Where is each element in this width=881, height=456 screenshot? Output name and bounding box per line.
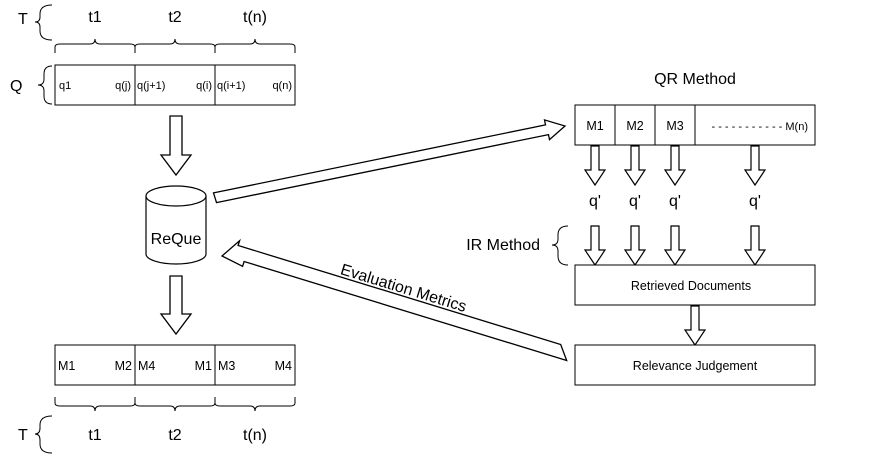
output-bar — [54, 344, 296, 386]
query-cell-2-left: q(j+1) — [137, 80, 165, 92]
relevance-judgement-label: Relevance Judgement — [633, 359, 758, 373]
arrow-query-to-reque — [159, 115, 193, 177]
qr-output-arrows — [583, 145, 767, 187]
qr-method-1: M1 — [586, 119, 603, 133]
qr-method: QR Method M1 M2 M3 - - - - - - - - - - -… — [574, 71, 816, 146]
top-segment-brace-1 — [54, 38, 136, 53]
query-cell-3-left: q(i+1) — [217, 80, 245, 92]
qr-method-3: M3 — [666, 119, 683, 133]
output-cell-1-right: M2 — [115, 359, 132, 373]
arrow-retrieved-to-judgement — [683, 305, 707, 347]
top-segment-brace-2 — [134, 38, 216, 53]
output-cell-1-left: M1 — [58, 359, 75, 373]
top-segment-label-3: t(n) — [243, 9, 267, 26]
query-label: Q — [10, 78, 22, 95]
query-cell-2-right: q(i) — [196, 80, 212, 92]
reformulated-query-1: q' — [589, 193, 601, 210]
query-brace — [37, 65, 53, 105]
bottom-segment-brace-3 — [214, 397, 296, 412]
bottom-segment-brace-1 — [54, 397, 136, 412]
bottom-time-label: T — [18, 427, 28, 444]
bottom-segment-label-2: t2 — [168, 427, 181, 444]
top-segment-label-2: t2 — [168, 9, 181, 26]
arrow-reque-to-output — [159, 275, 193, 336]
arrow-evaluation-to-reque — [220, 238, 568, 362]
ir-method-arrows — [583, 225, 767, 267]
top-timeline: T t1 t2 t(n) Q q1 q(j) q(j+1) q(i) q(i+1… — [10, 4, 296, 106]
reformulated-query-3: q' — [669, 193, 681, 210]
top-segment-label-1: t1 — [88, 9, 101, 26]
output-cell-2-left: M4 — [138, 359, 155, 373]
qr-method-n: - - - - - - - - - - - M(n) — [711, 121, 808, 133]
ir-method-brace — [551, 225, 569, 266]
output-cell-2-right: M1 — [195, 359, 212, 373]
bottom-timeline: M1 M2 M4 M1 M3 M4 t1 t2 t(n) T — [18, 344, 296, 454]
bottom-segment-label-3: t(n) — [243, 427, 267, 444]
retrieved-documents-box — [574, 264, 816, 306]
query-cell-1-left: q1 — [59, 80, 71, 92]
qr-method-2: M2 — [626, 119, 643, 133]
reformulated-query-n: q' — [749, 193, 761, 210]
arrow-reque-to-qr — [212, 118, 567, 204]
bottom-segment-label-1: t1 — [88, 427, 101, 444]
top-time-brace — [34, 4, 53, 41]
reformulated-query-2: q' — [629, 193, 641, 210]
bottom-segment-brace-2 — [134, 397, 216, 412]
output-cell-3-right: M4 — [275, 359, 292, 373]
reque-database: ReQue — [145, 185, 207, 265]
reque-label: ReQue — [151, 231, 202, 248]
retrieved-documents-label: Retrieved Documents — [631, 279, 751, 293]
qr-title: QR Method — [654, 71, 736, 88]
relevance-judgement-box — [574, 344, 816, 386]
top-segment-brace-3 — [214, 38, 296, 53]
query-cell-1-right: q(j) — [115, 80, 131, 92]
query-bar — [54, 64, 296, 106]
top-time-label: T — [18, 11, 28, 28]
query-cell-3-right: q(n) — [272, 80, 292, 92]
bottom-time-brace — [34, 415, 53, 454]
output-cell-3-left: M3 — [218, 359, 235, 373]
ir-method-label: IR Method — [466, 237, 540, 254]
